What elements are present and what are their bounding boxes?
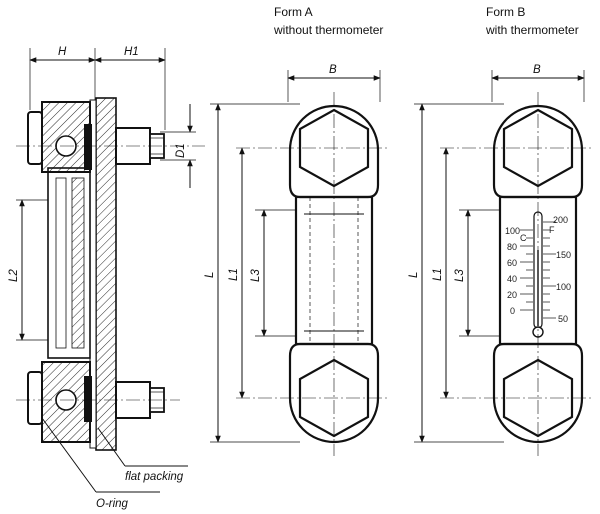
- dimension-b-label: B: [329, 64, 337, 76]
- dimension-h1-label: H1: [124, 46, 139, 58]
- celsius-tick-label: 80: [507, 242, 517, 252]
- fahrenheit-scale-ticks: [543, 221, 556, 319]
- side-section-view: H H1 D1: [8, 46, 205, 510]
- form-a-subtitle: without thermometer: [273, 23, 383, 37]
- celsius-scale-ticks: [520, 229, 533, 311]
- o-ring-label: O-ring: [96, 498, 129, 510]
- dimension-h-label: H: [58, 46, 67, 58]
- fahrenheit-tick-label: 150: [556, 250, 571, 260]
- dimension-l3-label: L3: [250, 269, 262, 282]
- o-ring-leader: [41, 417, 97, 493]
- form-a-title: Form A: [274, 5, 313, 19]
- celsius-unit: C: [520, 233, 527, 243]
- dimension-l-label: L: [204, 272, 216, 278]
- form-b-subtitle: with thermometer: [485, 23, 579, 37]
- fahrenheit-unit: F: [549, 225, 555, 235]
- celsius-tick-label: 0: [510, 306, 515, 316]
- fahrenheit-tick-label: 100: [556, 282, 571, 292]
- celsius-tick-label: 60: [507, 258, 517, 268]
- form-a-view: Form A without thermometer B L L1 L3: [204, 5, 390, 456]
- dimension-l1-label: L1: [228, 268, 240, 281]
- celsius-tick-label: 40: [507, 274, 517, 284]
- glass-inner-wall: [55, 177, 67, 349]
- form-b-title: Form B: [486, 5, 525, 19]
- fahrenheit-tick-label: 50: [558, 314, 568, 324]
- flat-packing-leader: [97, 427, 126, 467]
- celsius-tick-label: 100: [505, 226, 520, 236]
- bolt-head-top: [27, 111, 43, 165]
- thermometer: 100 80 60 40 20 0 C 200 150 100 50 F: [505, 211, 571, 338]
- tube-hatched-wall: [71, 177, 85, 349]
- flat-packing-label: flat packing: [125, 471, 184, 483]
- dimension-l1-label: L1: [432, 268, 444, 281]
- dimension-l3-label: L3: [454, 269, 466, 282]
- form-b-view: Form B with thermometer B: [408, 5, 594, 456]
- fahrenheit-tick-label: 200: [553, 215, 568, 225]
- bolt-head-bottom: [27, 371, 43, 425]
- o-ring-bottom: [84, 376, 92, 422]
- dimension-l-label: L: [408, 272, 420, 278]
- celsius-tick-label: 20: [507, 290, 517, 300]
- dimension-b-label: B: [533, 64, 541, 76]
- top-banjo-block: [27, 101, 165, 173]
- dimension-d1-label: D1: [175, 143, 187, 158]
- back-plate: [95, 97, 117, 451]
- o-ring-top: [84, 124, 92, 170]
- dimension-l2-label: L2: [8, 269, 20, 282]
